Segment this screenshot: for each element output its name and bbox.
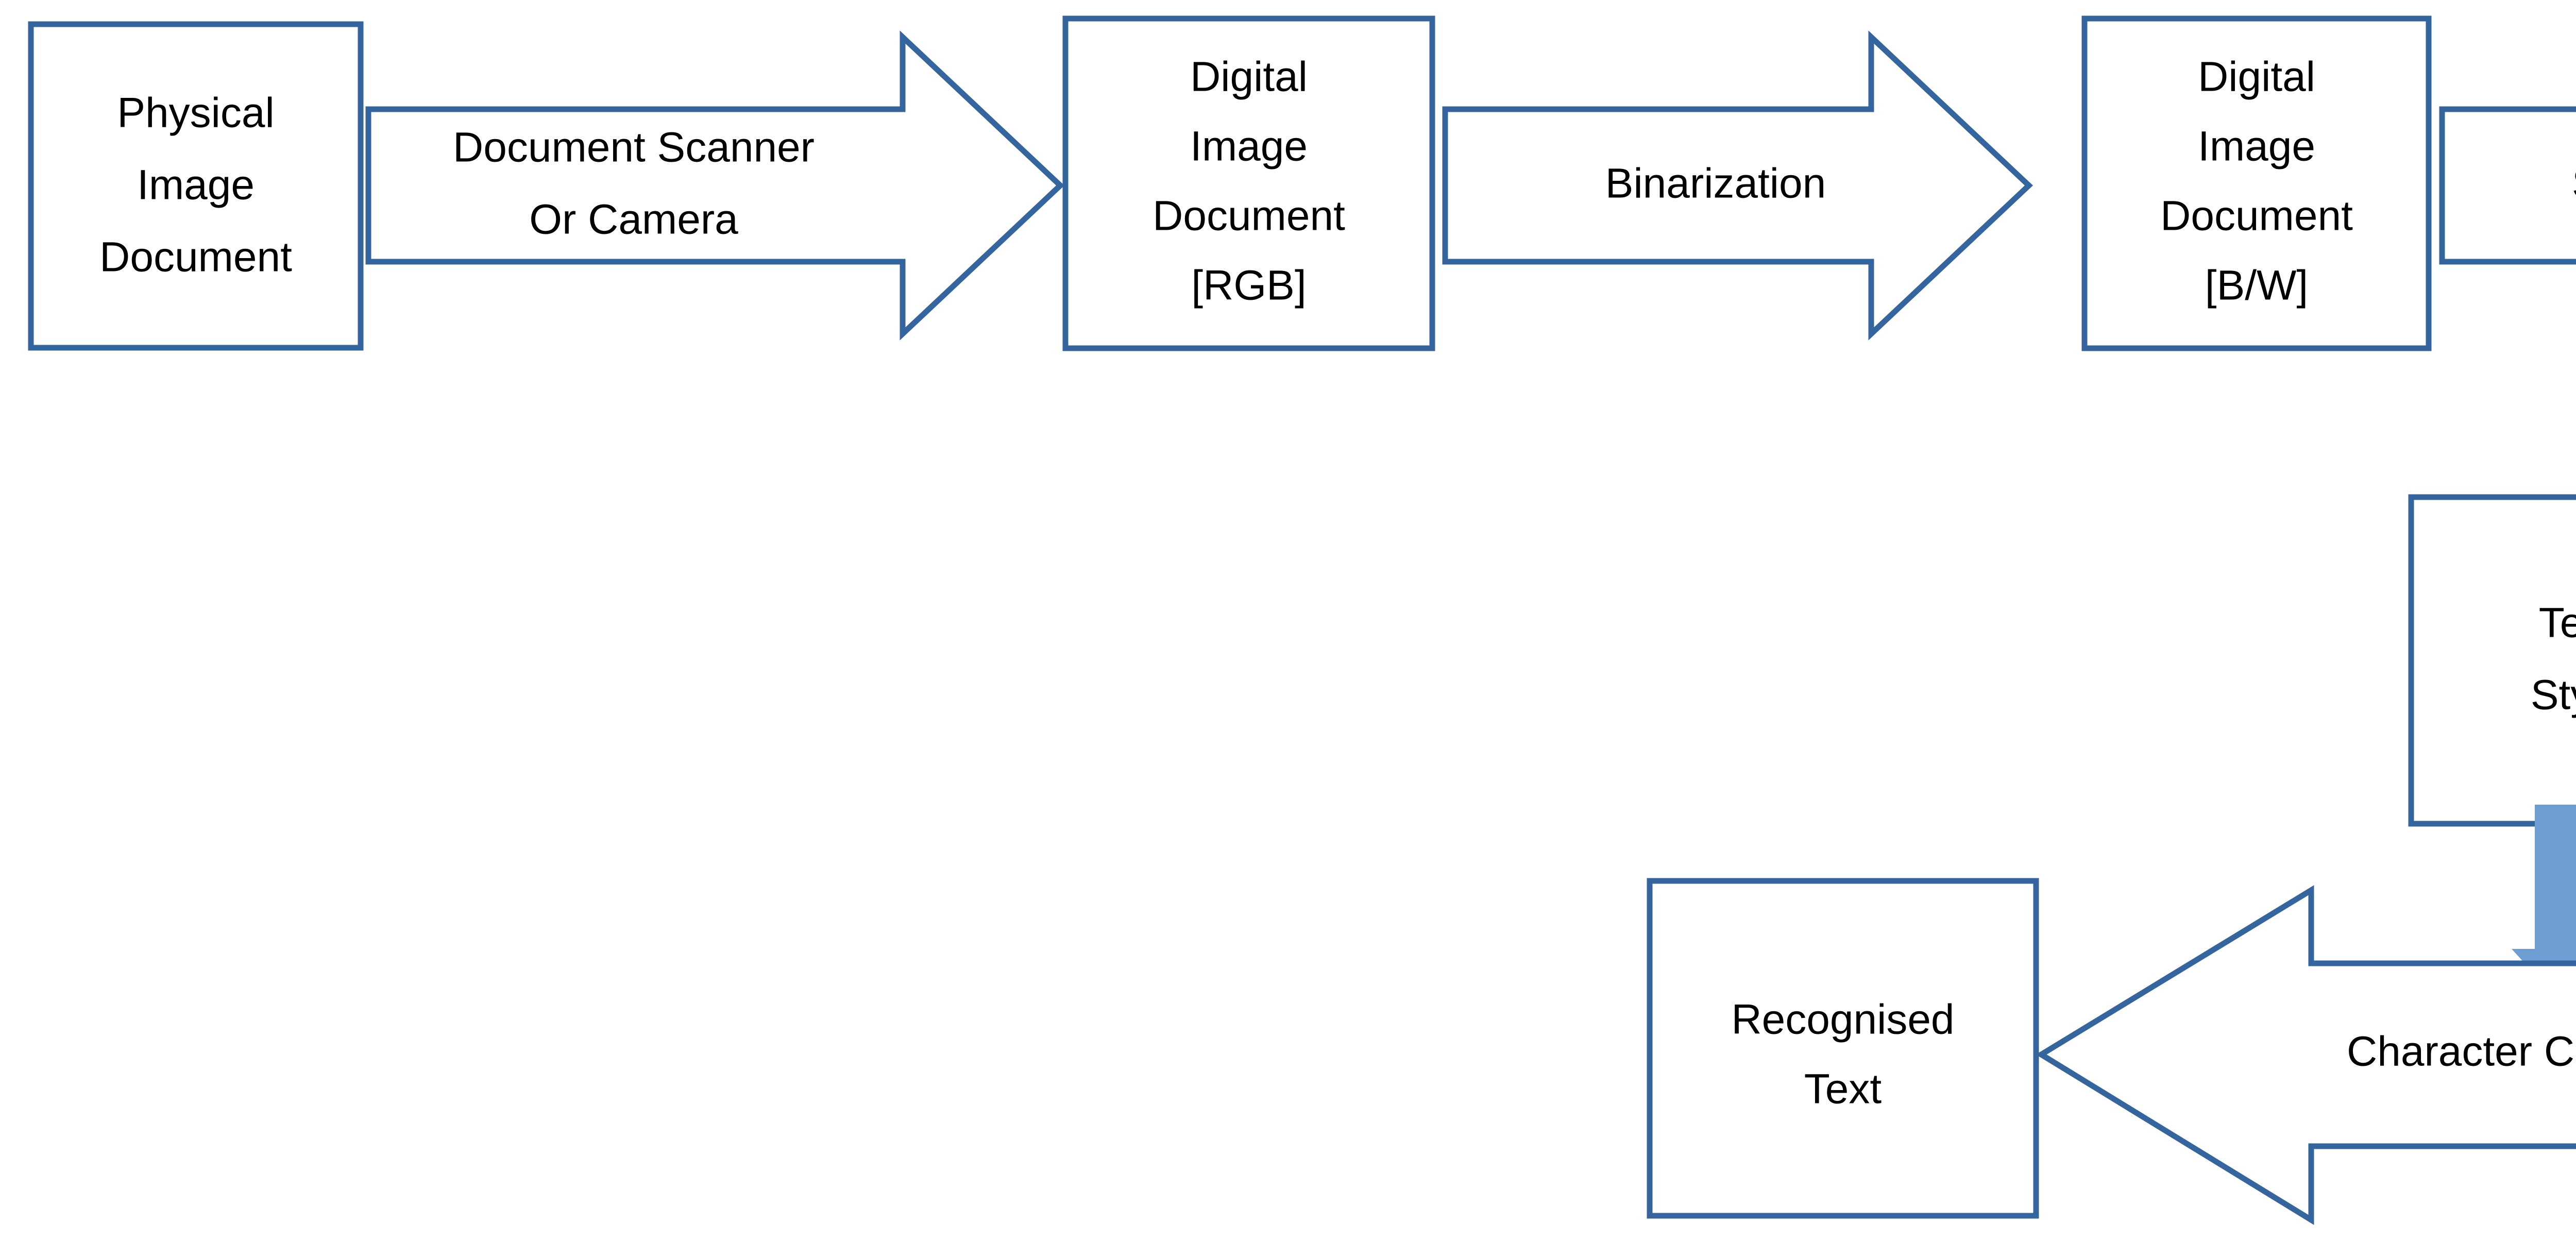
arrow-character-classification[interactable] <box>2036 885 2576 1225</box>
node-digital-image-document-rgb-line-4: [RGB] <box>1191 262 1306 309</box>
node-physical-image-document[interactable] <box>28 21 364 351</box>
node-recognised-text-line-2: Text <box>1804 1066 1882 1113</box>
arrow-segmentation[interactable] <box>2439 37 2576 334</box>
node-physical-image-document-line-1: Physical <box>117 90 274 137</box>
arrow-document-scanner-or-camera-line-1: Document Scanner <box>453 124 815 171</box>
node-text-style-line-2: Style <box>2531 672 2576 719</box>
node-digital-image-document-bw[interactable] <box>2081 15 2432 351</box>
node-physical-image-document-line-2: Image <box>137 162 255 209</box>
node-physical-image-document-line-3: Document <box>99 234 292 281</box>
node-digital-image-document-rgb-line-1: Digital <box>1190 54 1308 100</box>
node-digital-image-document-rgb-line-3: Document <box>1153 193 1345 240</box>
node-digital-image-document-bw-line-1: Digital <box>2198 54 2315 100</box>
node-recognised-text[interactable] <box>1647 878 2039 1219</box>
node-recognised-text-line-1: Recognised <box>1731 996 1954 1043</box>
arrow-feature-vectors[interactable] <box>2512 805 2576 997</box>
arrow-character-classification-label: Character Classification <box>2347 1028 2576 1075</box>
arrow-binarization[interactable] <box>1442 30 2033 341</box>
node-text-style[interactable] <box>2408 494 2576 827</box>
arrow-document-scanner-or-camera[interactable] <box>365 30 1065 341</box>
arrow-binarization-label: Binarization <box>1605 160 1826 207</box>
arrow-document-scanner-or-camera-line-2: Or Camera <box>529 196 738 243</box>
node-digital-image-document-bw-line-3: Document <box>2160 193 2353 240</box>
node-digital-image-document-bw-line-4: [B/W] <box>2205 262 2308 309</box>
node-digital-image-document-bw-line-2: Image <box>2198 123 2315 170</box>
arrow-segmentation-label: Segmentation <box>2572 160 2576 207</box>
node-digital-image-document-rgb[interactable] <box>1062 15 1435 351</box>
node-digital-image-document-rgb-line-2: Image <box>1190 123 1308 170</box>
node-text-style-line-1: Text <box>2539 600 2576 647</box>
